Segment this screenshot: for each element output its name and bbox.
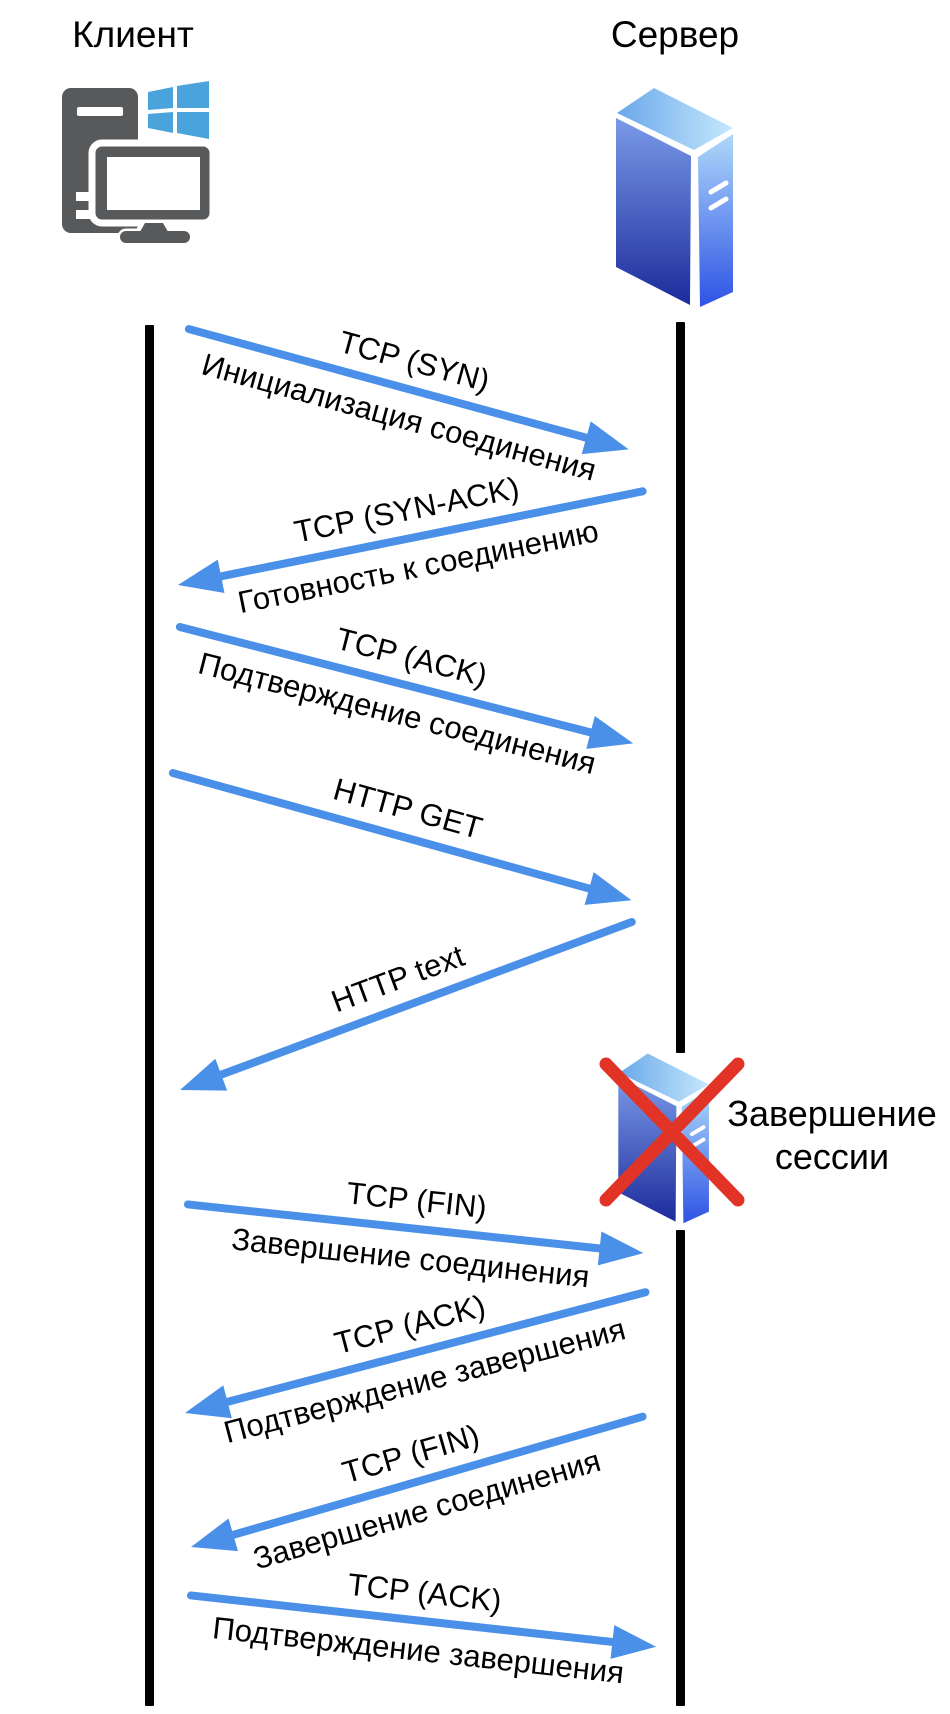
server-icon [616, 88, 733, 307]
session-end-label: Завершение сессии [722, 1092, 942, 1178]
lifeline-client [145, 325, 154, 1706]
client-computer-icon [62, 81, 215, 245]
message-arrow-tcp-ack: TCP (ACK) Подтверждение соединения [175, 621, 638, 781]
server-label: Сервер [610, 14, 740, 55]
message-arrow-tcp-syn: TCP (SYN) Инициализация соединения [183, 324, 634, 488]
lifeline-server-lower [676, 1230, 685, 1706]
red-x-icon [599, 1057, 745, 1207]
message-arrow-tcp-syn-ack: TCP (SYN-ACK) Готовность к соединению [174, 470, 648, 620]
message-label: HTTP text [326, 937, 470, 1020]
session-end-line1: Завершение [727, 1093, 937, 1134]
arrow-line [206, 916, 637, 1084]
message-arrow-http-get: HTTP GET [167, 768, 637, 917]
windows-logo-icon [148, 81, 209, 139]
message-arrow-tcp-fin: TCP (FIN) Завершение соединения [183, 1175, 646, 1294]
message-arrow-tcp-ack-3: TCP (ACK) Подтверждение завершения [186, 1567, 659, 1690]
client-label: Клиент [72, 14, 194, 55]
message-arrow-http-text: HTTP text [174, 916, 637, 1106]
lifeline-server-upper [676, 322, 685, 1053]
session-end-line2: сессии [774, 1136, 890, 1178]
